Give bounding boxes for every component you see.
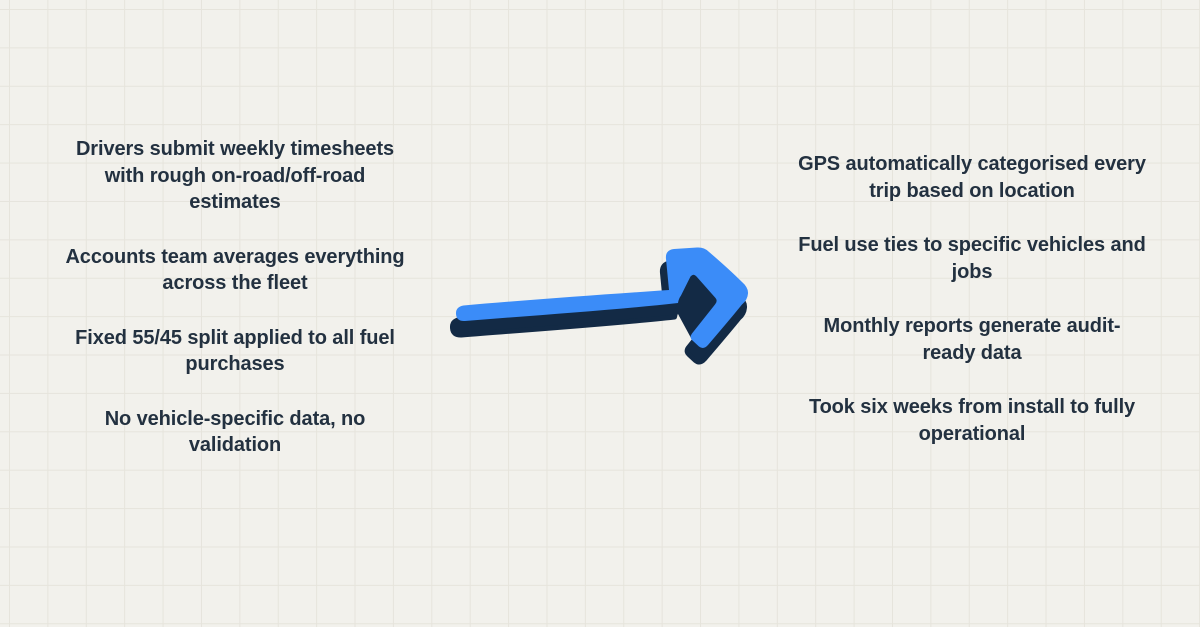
before-item-4: No vehicle-specific data, no validation — [104, 407, 366, 457]
before-item-2: Accounts team averages everything across… — [65, 245, 405, 295]
after-column: GPS automatically categorised every trip… — [752, 151, 1192, 475]
arrow-blue-shape — [455, 247, 749, 348]
after-item-4: Took six weeks from install to fully ope… — [808, 396, 1136, 445]
arrow-notch-shape — [678, 273, 718, 338]
after-item-2: Fuel use ties to specific vehicles and j… — [798, 234, 1146, 283]
before-column: Drivers submit weekly timesheets with ro… — [15, 136, 455, 487]
right-arrow-icon — [449, 240, 760, 380]
before-item-1: Drivers submit weekly timesheets with ro… — [75, 138, 395, 213]
after-item-3: Monthly reports generate audit- ready da… — [823, 315, 1121, 364]
after-item-1: GPS automatically categorised every trip… — [798, 153, 1146, 202]
before-item-3: Fixed 55/45 split applied to all fuel pu… — [75, 326, 395, 376]
